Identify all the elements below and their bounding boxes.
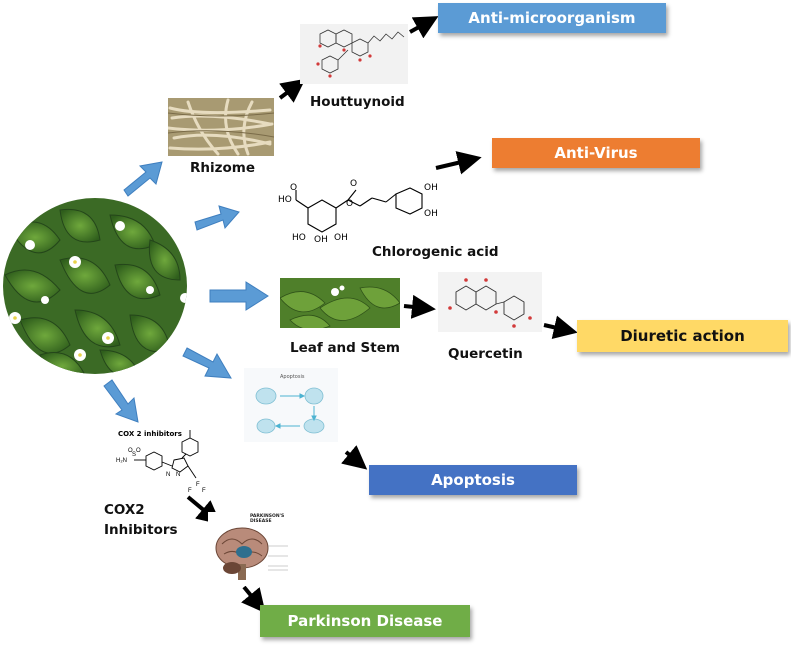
- cox2-structure-title: COX 2 inhibitors: [118, 430, 182, 438]
- svg-text:OH: OH: [314, 235, 328, 245]
- parkinson-disease-box: Parkinson Disease: [260, 605, 470, 637]
- apoptosis-illustration-title: Apoptosis: [280, 374, 305, 380]
- svg-text:HO: HO: [278, 195, 292, 205]
- svg-text:O: O: [128, 448, 133, 454]
- rhizome-image: [168, 98, 274, 156]
- svg-text:H₂N: H₂N: [116, 458, 127, 464]
- arrow-parkinson-to-box: [241, 585, 266, 614]
- houttuynoid-label: Houttuynoid: [310, 94, 405, 110]
- arrow-leaf-to-quercetin: [403, 294, 436, 319]
- arrow-houttuynoid-to-antimicro: [409, 16, 439, 39]
- svg-text:OH: OH: [334, 233, 348, 243]
- svg-text:O: O: [290, 183, 297, 193]
- svg-text:O: O: [350, 179, 357, 189]
- svg-text:N: N: [166, 472, 170, 478]
- houttuynia-plant-image: [3, 198, 187, 374]
- svg-text:F: F: [202, 488, 206, 494]
- leaf-stem-image: [280, 278, 400, 328]
- houttuynoid-structure-image: [300, 24, 408, 84]
- svg-text:F: F: [188, 488, 192, 494]
- apoptosis-box: Apoptosis: [369, 465, 577, 495]
- diuretic-action-box: Diuretic action: [577, 320, 788, 352]
- apoptosis-text: Apoptosis: [431, 471, 515, 489]
- arrow-quercetin-to-diuretic: [543, 315, 578, 340]
- blue-arrow-to-chlorogenic: [194, 205, 240, 231]
- parkinson-brain-image: PARKINSON'S DISEASE: [208, 512, 292, 586]
- anti-microorganism-box: Anti-microorganism: [438, 3, 666, 33]
- cox2-label-line2: Inhibitors: [104, 522, 178, 538]
- blue-arrow-to-cox2: [103, 379, 139, 423]
- svg-text:HO: HO: [292, 233, 306, 243]
- arrow-apoptosis-img-to-box: [341, 445, 368, 470]
- arrow-rhizome-to-houttuynoid: [278, 78, 306, 103]
- anti-virus-text: Anti-Virus: [554, 144, 638, 162]
- anti-virus-box: Anti-Virus: [492, 138, 700, 168]
- svg-text:N: N: [176, 472, 180, 478]
- arrow-chlorogenic-to-antivirus: [435, 151, 482, 175]
- rhizome-label: Rhizome: [190, 160, 255, 176]
- blue-arrow-to-rhizome: [123, 161, 163, 197]
- diuretic-action-text: Diuretic action: [620, 327, 745, 345]
- chlorogenic-acid-structure: O O OH OH HO O HO OH OH: [278, 179, 438, 245]
- quercetin-structure-image: [438, 272, 542, 332]
- svg-text:O: O: [346, 199, 353, 209]
- apoptosis-illustration-image: Apoptosis: [244, 368, 338, 442]
- svg-text:S: S: [132, 452, 136, 458]
- svg-text:OH: OH: [424, 209, 438, 219]
- blue-arrow-to-leaf: [209, 281, 269, 311]
- parkinson-disease-text: Parkinson Disease: [287, 612, 443, 630]
- leaf-stem-label: Leaf and Stem: [290, 340, 400, 356]
- parkinson-image-title: PARKINSON'S DISEASE: [250, 514, 285, 524]
- chlorogenic-acid-label: Chlorogenic acid: [372, 244, 499, 260]
- svg-text:F: F: [196, 482, 200, 488]
- quercetin-label: Quercetin: [448, 346, 523, 362]
- svg-text:O: O: [136, 448, 141, 454]
- blue-arrow-to-apoptosis: [182, 347, 232, 379]
- cox2-label-line1: COX2: [104, 502, 145, 518]
- anti-microorganism-text: Anti-microorganism: [468, 9, 636, 27]
- svg-text:OH: OH: [424, 183, 438, 193]
